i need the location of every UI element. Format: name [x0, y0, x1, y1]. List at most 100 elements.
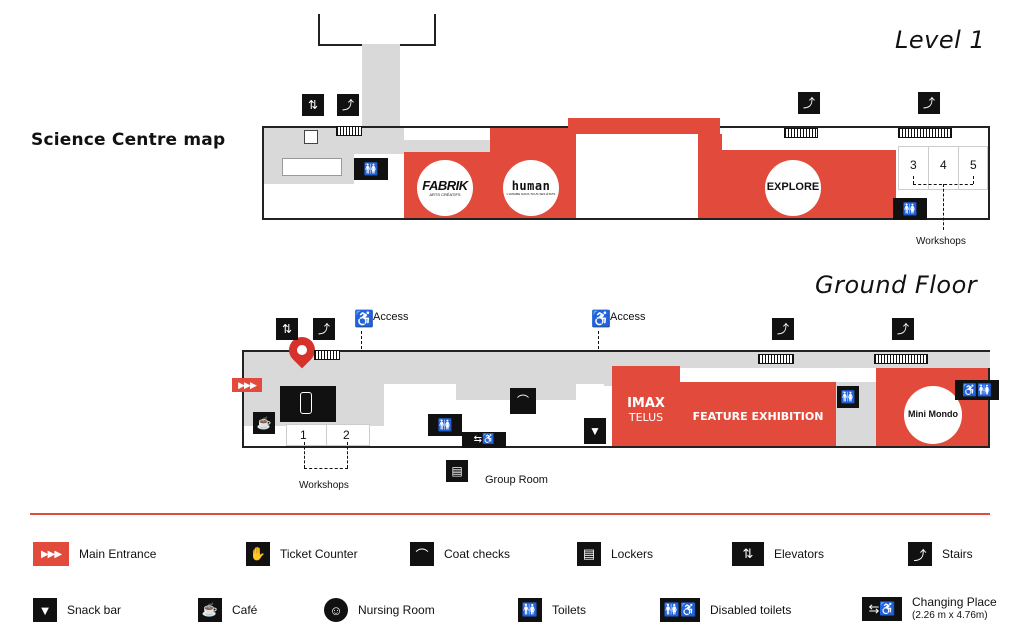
fabrik-circle[interactable]: FABRIK ARTS CRÉATIFS [417, 160, 473, 216]
disabled-toilets-icon: 🚻 [893, 198, 927, 220]
legend-label: Elevators [774, 547, 825, 561]
imax-zone[interactable] [612, 366, 680, 446]
ticket-hand-icon: ✋ [246, 542, 270, 566]
coffee-cup-icon: ☕ [253, 412, 275, 434]
stairs-icon: ⤴ [892, 318, 914, 340]
level-1-corridor-mid [380, 140, 490, 152]
disabled-toilets-icon: 🚻 [428, 414, 462, 436]
level-1-balcony [282, 158, 342, 176]
imax-label: IMAX TELUS [620, 397, 672, 423]
legend-coat-checks: ⌒ Coat checks [410, 542, 510, 566]
stairs-icon: ⤴ [337, 94, 359, 116]
nursing-icon: ☺ [324, 598, 348, 622]
popcorn-icon: ▼ [33, 598, 57, 622]
legend-cafe: ☕ Café [198, 598, 257, 622]
stairs-graphic [784, 128, 818, 138]
legend-main-entrance: ▶▶▶ Main Entrance [33, 542, 156, 566]
elevator-icon: ⇅ [302, 94, 324, 116]
popcorn-icon: ▼ [584, 418, 606, 444]
legend-changing-text: Changing Place (2.26 m x 4.76m) [912, 595, 997, 621]
changing-place-icon: ⇆♿ [462, 432, 506, 448]
top-entrance-outline [318, 14, 436, 46]
wheelchair-icon: ♿ [590, 309, 612, 331]
changing-place-icon: ⇆♿ [862, 596, 902, 621]
stairs-graphic [336, 126, 362, 136]
workshop-5-number: 5 [970, 158, 977, 172]
stairs-icon: ⤴ [313, 318, 335, 340]
explore-circle[interactable]: EXPLORE [765, 160, 821, 216]
legend-label: Snack bar [67, 603, 122, 617]
human-circle[interactable]: human L'HOMME DANS TOUS SES ÉTATS [503, 160, 559, 216]
disabled-toilets-icon: 🚻 [354, 158, 388, 180]
stairs-icon: ⤴ [918, 92, 940, 114]
fabrik-subtitle: ARTS CRÉATIFS [429, 191, 461, 197]
toilets-icon: 🚻 [518, 598, 542, 622]
legend-lockers: ▤ Lockers [577, 542, 653, 566]
access-label-1: Access [373, 311, 409, 323]
access-label-2: Access [610, 311, 646, 323]
legend-label: Toilets [552, 603, 587, 617]
workshops-level-1-label: Workshops [916, 236, 966, 247]
legend-label: Ticket Counter [280, 547, 358, 561]
stairs-icon: ⤴ [798, 92, 820, 114]
legend-label: Changing Place [912, 595, 997, 609]
feature-exhibition-zone[interactable] [680, 382, 836, 446]
human-subtitle: L'HOMME DANS TOUS SES ÉTATS [506, 191, 556, 196]
ground-workshops [286, 424, 370, 446]
legend-snack-bar: ▼ Snack bar [33, 598, 121, 622]
stairs-person-icon: ⤴ [908, 542, 932, 566]
legend-disabled-toilets: 🚻♿ Disabled toilets [660, 598, 791, 622]
hanger-icon: ⌒ [410, 542, 434, 566]
toilets-icon: 🚻 [837, 386, 859, 408]
disabled-toilets-icon: 🚻♿ [660, 598, 700, 622]
main-entrance-marker: ▶▶▶ [232, 378, 262, 392]
legend-changing-place: ⇆♿ Changing Place (2.26 m x 4.76m) [862, 595, 997, 621]
legend-ticket-counter: ✋ Ticket Counter [246, 542, 358, 566]
imax-logo-text: IMAX [627, 396, 665, 411]
ticket-hand-icon [300, 392, 312, 414]
ground-floor-label: Ground Floor [815, 271, 978, 299]
explore-zone-west [698, 134, 722, 218]
legend-label: Main Entrance [79, 547, 157, 561]
fabrik-logo-text: FABRIK [422, 178, 468, 194]
level-1-atrium [576, 134, 698, 218]
workshop-2-number: 2 [343, 428, 350, 442]
workshop-1-number: 1 [300, 428, 307, 442]
stairs-graphic [758, 354, 794, 364]
legend-label: Stairs [942, 547, 973, 561]
workshop-3-number: 3 [910, 158, 917, 172]
page-title: Science Centre map [31, 130, 226, 150]
disabled-toilets-icon: ♿🚻 [955, 380, 999, 400]
human-logo-text: human [511, 179, 551, 194]
legend-label: Coat checks [444, 547, 511, 561]
workshop-4-number: 4 [940, 158, 947, 172]
legend-label: Nursing Room [358, 603, 435, 617]
legend-label: Disabled toilets [710, 603, 792, 617]
human-zone-top [568, 118, 720, 134]
feature-exhibition-label: FEATURE EXHIBITION [692, 410, 824, 423]
mini-mondo-circle[interactable]: Mini Mondo [904, 386, 962, 444]
legend-divider [30, 513, 990, 515]
hanger-icon: ⌒ [510, 388, 536, 414]
mini-mondo-label: Mini Mondo [908, 409, 958, 420]
stairs-graphic [874, 354, 928, 364]
elevator-icon: ⇅ [732, 542, 764, 566]
legend-label: Café [232, 603, 258, 617]
legend-changing-size: (2.26 m x 4.76m) [912, 609, 988, 621]
stairs-graphic [314, 350, 340, 360]
locker-icon: ▤ [446, 460, 468, 482]
elevator-icon: ⇅ [276, 318, 298, 340]
stairs-icon: ⤴ [772, 318, 794, 340]
level-1-north-corridor [362, 44, 400, 128]
explore-label: EXPLORE [766, 181, 820, 194]
stairs-graphic [898, 128, 952, 138]
legend-nursing-room: ☺ Nursing Room [324, 598, 435, 622]
legend-label: Lockers [611, 547, 654, 561]
locker-icon: ▤ [577, 542, 601, 566]
telus-text: TELUS [628, 411, 664, 424]
legend-stairs: ⤴ Stairs [908, 542, 973, 566]
legend-toilets: 🚻 Toilets [518, 598, 586, 622]
wheelchair-icon: ♿ [353, 309, 375, 331]
triple-arrow-icon: ▶▶▶ [33, 542, 69, 566]
workshops-ground-label: Workshops [299, 480, 349, 491]
